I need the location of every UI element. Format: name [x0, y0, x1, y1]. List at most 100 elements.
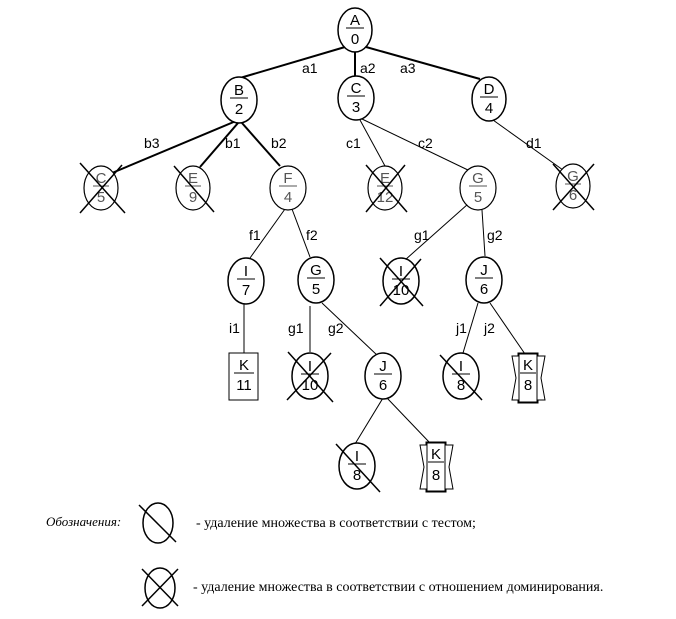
- tree-node: F 4: [269, 165, 307, 211]
- edge-f-g5: [291, 208, 311, 258]
- legend-item-dominance: - удаление множества в соответствии с от…: [193, 580, 603, 595]
- node-label-top: G: [472, 170, 484, 187]
- tree-node-removed: I 8: [439, 352, 483, 401]
- node-label-bottom: 7: [242, 282, 250, 299]
- node-label-top: B: [234, 82, 244, 99]
- edge-label-b3: b3: [144, 135, 160, 151]
- tree-node: C 3: [337, 75, 375, 121]
- tree-node: D 4: [471, 76, 507, 122]
- tree-node: A 0: [337, 7, 373, 53]
- edge-a-b: [239, 46, 346, 79]
- edge-g-i10: [404, 203, 469, 261]
- node-label-bottom: 5: [474, 189, 482, 206]
- node-label-top: D: [484, 81, 495, 98]
- edge-label-j1: j1: [455, 320, 467, 336]
- cross-mark: [379, 258, 422, 307]
- tree-leaf-scroll: K 8: [419, 441, 454, 493]
- node-label-bottom: 2: [235, 101, 243, 118]
- node-label-top: K: [431, 446, 441, 463]
- edge-c-e12: [359, 119, 386, 167]
- tree-node: I 7: [227, 257, 265, 305]
- node-label-top: I: [399, 263, 403, 280]
- edge-label-g1: g1: [288, 320, 304, 336]
- node-label-top: J: [379, 358, 387, 375]
- edge-label-a1: a1: [302, 60, 318, 76]
- edge-b-f4: [241, 122, 281, 167]
- node-label-top: K: [239, 357, 249, 374]
- cross-mark: [552, 163, 595, 211]
- tree-node-removed: E 12: [365, 164, 408, 213]
- cross-mark: [439, 354, 483, 401]
- cross-mark: [335, 443, 381, 493]
- tree-leaf: K 11: [228, 352, 259, 401]
- node-label-bottom: 8: [432, 467, 440, 484]
- tree-node: B 2: [220, 76, 258, 124]
- edge-label-f2: f2: [306, 227, 318, 243]
- node-label-top: J: [480, 262, 488, 279]
- edge-g5b-j6: [321, 302, 379, 357]
- legend-item-test: - удаление множества в соответствии с те…: [196, 516, 476, 531]
- tree-node-removed: C 5: [79, 162, 126, 214]
- tree-node: J 6: [364, 352, 402, 400]
- edge-j6b-k8: [386, 397, 431, 444]
- node-label-bottom: 12: [377, 189, 394, 206]
- edge-f-i7: [249, 208, 286, 259]
- edge-label-g2: g2: [487, 227, 503, 243]
- node-label-top: G: [567, 168, 579, 185]
- edge-g-j6: [481, 209, 486, 257]
- edge-j6b-i8: [354, 397, 384, 445]
- tree-node: G 5: [297, 256, 335, 304]
- node-label-top: C: [351, 80, 362, 97]
- edge-c-g5: [361, 118, 471, 172]
- node-label-bottom: 8: [353, 467, 361, 484]
- edge-b-e9: [199, 122, 239, 168]
- legend-symbol-dominance: [141, 567, 179, 609]
- node-label-bottom: 8: [457, 377, 465, 394]
- tree-node: J 6: [465, 256, 503, 304]
- cross-mark: [286, 352, 332, 401]
- node-label-top: C: [96, 170, 107, 187]
- cross-mark: [365, 164, 406, 213]
- node-label-top: G: [310, 262, 322, 279]
- tree-node-removed: I 10: [286, 351, 334, 403]
- node-label-bottom: 6: [480, 281, 488, 298]
- tree-node: G 5: [459, 165, 497, 211]
- edge-j6a-i8: [462, 302, 479, 354]
- edge-label-d1: d1: [526, 135, 542, 151]
- node-label-top: F: [283, 170, 292, 187]
- cross-mark: [287, 351, 334, 403]
- node-label-bottom: 6: [379, 377, 387, 394]
- tree-node-removed: I 10: [379, 257, 424, 307]
- legend-symbol-test: [138, 502, 177, 544]
- edge-j6a-k8: [489, 302, 526, 355]
- node-label-top: I: [355, 448, 359, 465]
- edge-label-i1: i1: [229, 320, 240, 336]
- edge-label-g2: g2: [328, 320, 344, 336]
- node-label-bottom: 5: [312, 281, 320, 298]
- edge-label-a2: a2: [360, 60, 376, 76]
- node-label-bottom: 10: [393, 282, 410, 299]
- node-label-bottom: 5: [97, 189, 105, 206]
- node-label-bottom: 0: [351, 31, 359, 48]
- node-label-bottom: 3: [352, 99, 360, 116]
- tree-edges: [111, 46, 564, 445]
- edge-labels: a1 a2 a3 b3 b1 b2 c1 c2 d1 f1 f2 g1 g2 i…: [144, 60, 542, 336]
- edge-label-f1: f1: [249, 227, 261, 243]
- edge-label-b1: b1: [225, 135, 241, 151]
- edge-label-c2: c2: [418, 135, 433, 151]
- node-label-top: I: [459, 358, 463, 375]
- node-label-top: I: [308, 358, 312, 375]
- node-label-top: A: [350, 12, 360, 29]
- cross-mark: [365, 164, 408, 213]
- node-label-bottom: 4: [485, 100, 493, 117]
- node-label-top: I: [244, 263, 248, 280]
- legend: Обозначения: - удаление множества в соот…: [46, 502, 603, 609]
- tree-node-removed: G 6: [552, 163, 595, 211]
- edge-b-c5: [111, 120, 237, 174]
- tree-node-removed: E 9: [173, 165, 215, 213]
- edge-label-c1: c1: [346, 135, 361, 151]
- edge-a-d: [365, 46, 481, 80]
- node-label-bottom: 10: [302, 377, 319, 394]
- edge-label-a3: a3: [400, 60, 416, 76]
